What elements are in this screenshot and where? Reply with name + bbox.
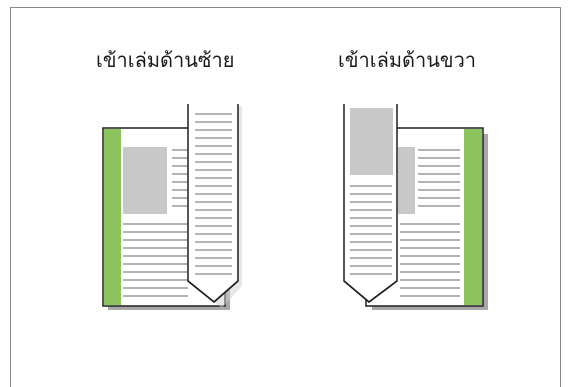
fold-crease [187,280,239,303]
left-binding-label: เข้าเล่มด้านซ้าย [96,48,235,72]
image-placeholder-front [350,108,393,175]
image-placeholder [123,147,167,214]
image-placeholder-back [398,147,415,214]
right-binding-illustration [343,104,488,310]
binding-strip [464,129,482,305]
right-binding-label: เข้าเล่มด้านขวา [338,48,477,72]
binding-strip [104,129,121,305]
fold-crease [343,280,398,303]
left-binding-illustration [102,104,242,310]
